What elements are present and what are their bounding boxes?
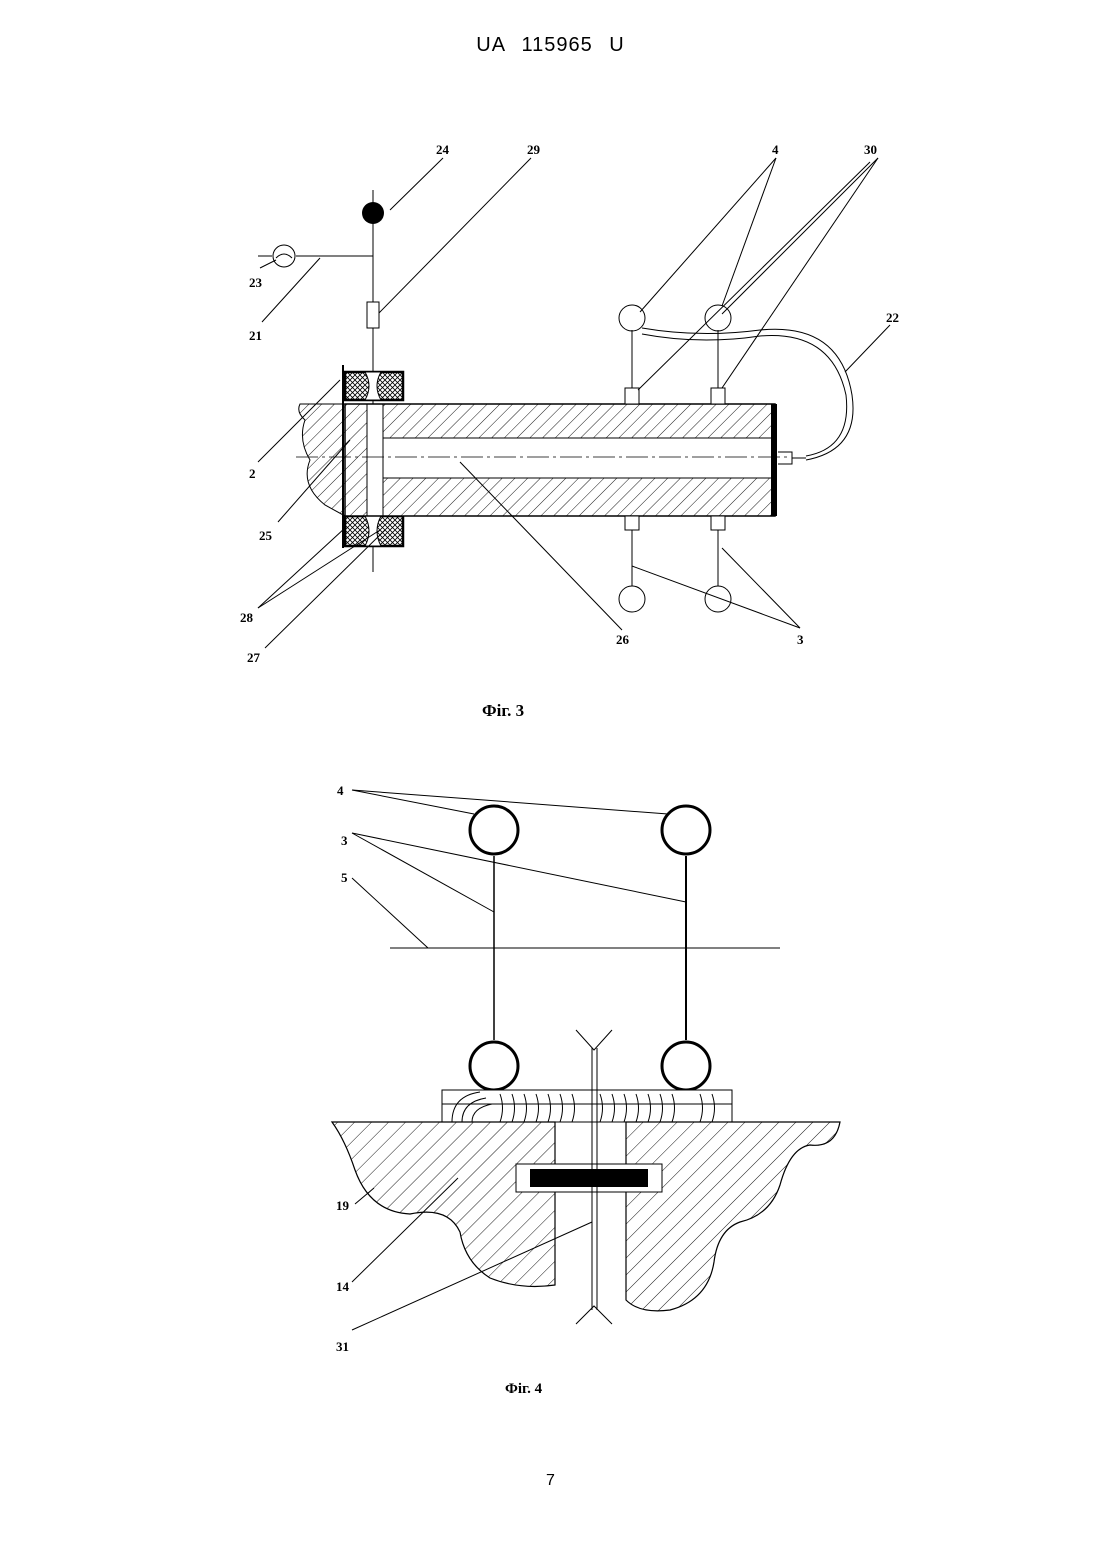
fig4-label-31: 31 — [336, 1339, 349, 1354]
fig4-label-5: 5 — [341, 870, 348, 885]
fig3-label-29: 29 — [527, 142, 541, 157]
fig3-label-23: 23 — [249, 275, 263, 290]
fig4-label-3: 3 — [341, 833, 348, 848]
fig3-label-4: 4 — [772, 142, 779, 157]
fig3-label-30: 30 — [864, 142, 877, 157]
page-number: 7 — [0, 1472, 1101, 1490]
fig3-label-22: 22 — [886, 310, 899, 325]
fig3-label-2: 2 — [249, 466, 256, 481]
resistor-29 — [367, 302, 379, 328]
fig3-label-3: 3 — [797, 632, 804, 647]
fig4-caption: Фіг. 4 — [505, 1381, 542, 1398]
figure-3: 24 29 4 30 23 21 22 2 25 28 27 26 3 — [240, 142, 899, 665]
fig3-label-25: 25 — [259, 528, 273, 543]
fig3-label-24: 24 — [436, 142, 450, 157]
fig3-label-27: 27 — [247, 650, 261, 665]
fig3-label-26: 26 — [616, 632, 630, 647]
gauge-23 — [273, 245, 295, 267]
fig4-label-4: 4 — [337, 783, 344, 798]
fig3-caption: Фіг. 3 — [482, 701, 524, 721]
fig3-label-21: 21 — [249, 328, 262, 343]
fig3-label-28: 28 — [240, 610, 254, 625]
fig4-label-14: 14 — [336, 1279, 350, 1294]
lamp-24 — [362, 202, 384, 224]
fig4-label-19: 19 — [336, 1198, 350, 1213]
figure-4: 4 3 5 19 14 31 — [332, 783, 840, 1354]
